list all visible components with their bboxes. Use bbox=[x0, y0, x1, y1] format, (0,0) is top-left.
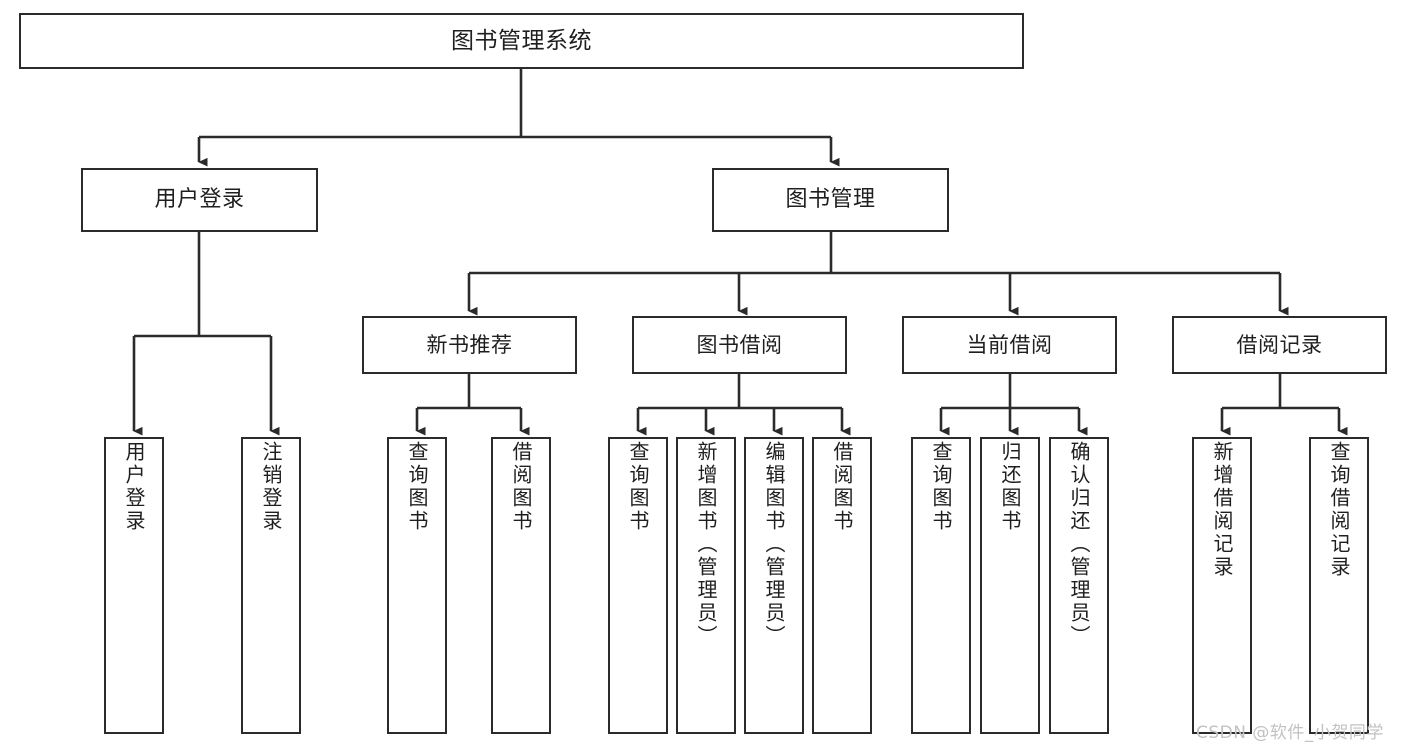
leaf-current-borrow-query-book[interactable]: 查询图书 bbox=[911, 437, 971, 734]
leaf-user-login-login[interactable]: 用户登录 bbox=[104, 437, 164, 734]
node-label: 编辑图书（管理员） bbox=[762, 441, 786, 648]
node-label: 新增图书（管理员） bbox=[694, 441, 718, 648]
node-book-borrow[interactable]: 图书借阅 bbox=[632, 316, 847, 374]
node-current-borrow[interactable]: 当前借阅 bbox=[902, 316, 1117, 374]
node-label: 借阅图书 bbox=[830, 441, 854, 533]
node-label: 新增借阅记录 bbox=[1210, 441, 1234, 579]
node-root-book-management-system[interactable]: 图书管理系统 bbox=[19, 13, 1024, 69]
node-label: 图书管理 bbox=[785, 187, 876, 213]
node-label: 图书借阅 bbox=[696, 332, 783, 357]
leaf-new-book-borrow-book[interactable]: 借阅图书 bbox=[491, 437, 551, 734]
node-label: 查询借阅记录 bbox=[1327, 441, 1351, 579]
node-label: 用户登录 bbox=[154, 187, 245, 213]
leaf-current-borrow-confirm-return-admin[interactable]: 确认归还（管理员） bbox=[1049, 437, 1109, 734]
node-label: 新书推荐 bbox=[426, 332, 513, 357]
node-label: 查询图书 bbox=[405, 441, 429, 533]
leaf-book-borrow-borrow-book[interactable]: 借阅图书 bbox=[812, 437, 872, 734]
node-label: 图书管理系统 bbox=[451, 27, 592, 54]
leaf-borrow-record-query-record[interactable]: 查询借阅记录 bbox=[1309, 437, 1369, 734]
leaf-book-borrow-query-book[interactable]: 查询图书 bbox=[608, 437, 668, 734]
node-label: 借阅记录 bbox=[1236, 332, 1323, 357]
leaf-book-borrow-edit-book-admin[interactable]: 编辑图书（管理员） bbox=[744, 437, 804, 734]
node-label: 查询图书 bbox=[626, 441, 650, 533]
node-label: 归还图书 bbox=[998, 441, 1022, 533]
node-borrow-record[interactable]: 借阅记录 bbox=[1172, 316, 1387, 374]
node-user-login[interactable]: 用户登录 bbox=[81, 168, 318, 232]
node-label: 用户登录 bbox=[122, 441, 146, 533]
node-label: 借阅图书 bbox=[509, 441, 533, 533]
leaf-borrow-record-add-record[interactable]: 新增借阅记录 bbox=[1192, 437, 1252, 734]
node-label: 确认归还（管理员） bbox=[1067, 441, 1091, 648]
node-new-book-recommend[interactable]: 新书推荐 bbox=[362, 316, 577, 374]
watermark-csdn: CSDN @软件_小贺同学 bbox=[1196, 723, 1384, 743]
node-label: 当前借阅 bbox=[966, 332, 1053, 357]
leaf-new-book-query-book[interactable]: 查询图书 bbox=[387, 437, 447, 734]
node-book-management[interactable]: 图书管理 bbox=[712, 168, 949, 232]
leaf-user-login-logout[interactable]: 注销登录 bbox=[241, 437, 301, 734]
leaf-book-borrow-add-book-admin[interactable]: 新增图书（管理员） bbox=[676, 437, 736, 734]
node-label: 查询图书 bbox=[929, 441, 953, 533]
leaf-current-borrow-return-book[interactable]: 归还图书 bbox=[980, 437, 1040, 734]
node-label: 注销登录 bbox=[259, 441, 283, 533]
